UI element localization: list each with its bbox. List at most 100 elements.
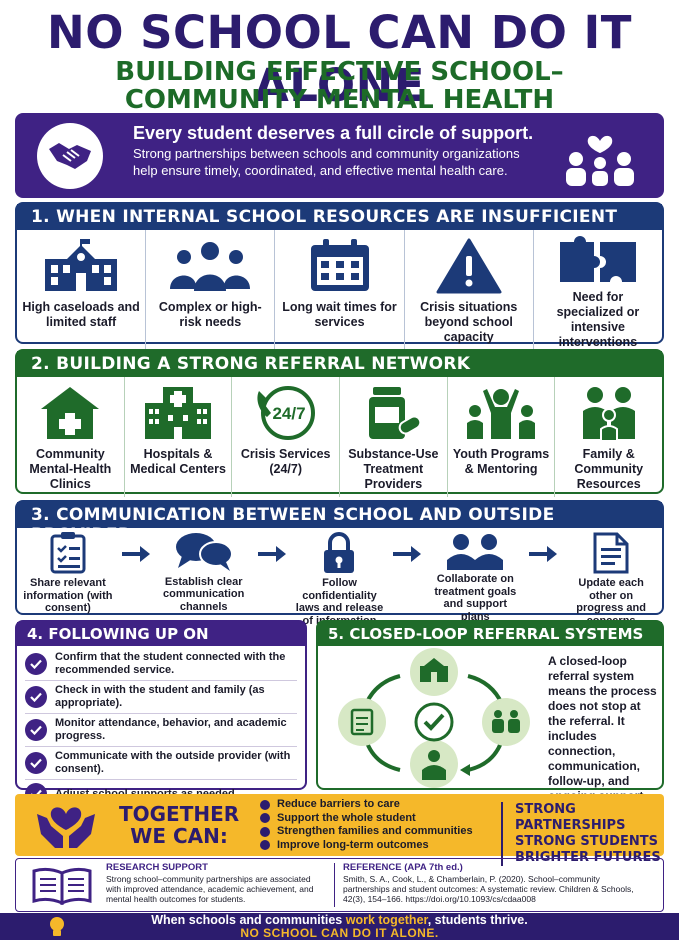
footer: When schools and communities work togeth… <box>0 913 679 940</box>
item-label: Reduce barriers to care <box>277 798 400 810</box>
arrow-right-icon <box>255 528 289 613</box>
checkmark-icon <box>25 653 47 675</box>
check-dot-icon <box>260 813 270 824</box>
list-item: Improve long-term outcomes <box>260 839 473 853</box>
together-heading-line1: TOGETHER <box>119 802 240 826</box>
item-label: Need for specialized or intensive interv… <box>556 290 640 349</box>
item-label: Establish clear communication channels <box>163 575 245 613</box>
handshake-icon <box>37 123 103 189</box>
list-item: Establish clear communication channels <box>153 528 255 613</box>
footer-highlight: work together <box>345 913 428 927</box>
chat-bubbles-icon <box>174 532 234 573</box>
item-label: Substance-Use Treatment Providers <box>348 447 439 491</box>
reference-body: Smith, S. A., Cook, L., & Chamberlain, P… <box>343 874 634 904</box>
document-icon <box>593 532 629 574</box>
clinic-icon <box>39 383 101 443</box>
checkmark-icon <box>25 719 47 741</box>
footer-line-2: NO SCHOOL CAN DO IT ALONE. <box>240 926 439 940</box>
item-label: Improve long-term outcomes <box>277 838 429 851</box>
closed-loop-description: A closed-loop referral system means the … <box>548 654 657 803</box>
list-item: Complex or high-risk needs <box>146 230 276 350</box>
footer-text: When schools and communities <box>151 913 346 927</box>
check-dot-icon <box>260 799 270 810</box>
list-item: Confirm that the student connected with … <box>25 648 297 681</box>
page-title: NO SCHOOL CAN DO IT ALONE <box>47 6 632 112</box>
item-label: Collaborate on treatment goals and suppo… <box>434 573 517 623</box>
section-communication: 3. COMMUNICATION BETWEEN SCHOOL AND OUTS… <box>15 500 664 627</box>
item-label: Youth Programs & Mentoring <box>452 447 550 476</box>
heart-hands-icon <box>37 807 95 848</box>
family-heart-icon <box>560 123 640 194</box>
item-label: Support the whole student <box>277 811 416 824</box>
slogan-line: STRONG STUDENTS <box>515 834 658 849</box>
list-item: Substance-Use Treatment Providers <box>340 377 448 497</box>
slogan-line: STRONG PARTNERSHIPS <box>515 802 626 833</box>
section-referral-network: 2. BUILDING A STRONG REFERRAL NETWORK Co… <box>15 349 664 497</box>
pill-bottle-icon <box>363 383 423 443</box>
item-label: Confirm that the student connected with … <box>55 651 286 676</box>
list-item: 24/7 Crisis Services (24/7) <box>232 377 341 497</box>
arrow-right-icon <box>119 528 153 613</box>
hospital-icon <box>143 383 213 443</box>
closed-loop-cycle-icon <box>338 648 530 788</box>
list-item: Need for specialized or intensive interv… <box>534 230 662 350</box>
slogan-line: BRIGHTER FUTURES <box>515 850 661 865</box>
check-dot-icon <box>260 826 270 837</box>
item-label: Crisis situations beyond school capacity <box>420 300 518 344</box>
phone-24-7-icon: 24/7 <box>255 383 317 443</box>
item-label: Monitor attendance, behavior, and academ… <box>55 717 287 742</box>
list-item: Crisis situations beyond school capacity <box>405 230 534 350</box>
list-item: Check in with the student and family (as… <box>25 681 297 714</box>
item-label: Family & Community Resources <box>574 447 644 491</box>
list-item: Community Mental-Health Clinics <box>17 377 125 497</box>
item-label: Share relevant information (with consent… <box>23 577 113 614</box>
list-item: Hospitals & Medical Centers <box>125 377 233 497</box>
list-item: Family & Community Resources <box>555 377 662 497</box>
section-4-heading: 4. FOLLOWING UP ON REFERRALS <box>17 622 305 661</box>
list-item: Share relevant information (with consent… <box>17 528 119 614</box>
checkmark-icon <box>25 686 47 708</box>
together-heading-line2: WE CAN: <box>130 824 228 848</box>
strong-slogan: STRONG PARTNERSHIPS STRONG STUDENTS BRIG… <box>501 802 664 866</box>
collaborate-icon <box>445 532 505 570</box>
open-book-icon <box>32 867 92 905</box>
checkmark-icon <box>25 752 47 774</box>
calendar-icon <box>309 236 371 296</box>
together-heading: TOGETHER WE CAN: <box>119 803 239 847</box>
footer-line-1: When schools and communities work togeth… <box>0 913 679 927</box>
list-item: Long wait times for services <box>275 230 405 350</box>
research-heading: RESEARCH SUPPORT <box>106 862 208 873</box>
group-icon <box>170 236 251 296</box>
list-item: Strengthen families and communities <box>260 825 473 839</box>
list-item: Follow confidentiality laws and release … <box>289 528 391 627</box>
intro-body: Strong partnerships between schools and … <box>133 146 520 178</box>
reference-heading: REFERENCE (APA 7th ed.) <box>343 862 463 873</box>
item-label: High caseloads and limited staff <box>22 300 140 329</box>
divider <box>334 863 335 907</box>
clipboard-icon <box>50 532 86 574</box>
arrow-right-icon <box>526 528 560 613</box>
section-3-heading: 3. COMMUNICATION BETWEEN SCHOOL AND OUTS… <box>17 502 662 545</box>
together-banner: TOGETHER WE CAN: Reduce barriers to care… <box>15 794 664 866</box>
list-item: Communicate with the outside provider (w… <box>25 747 297 780</box>
item-label: Long wait times for services <box>282 300 397 329</box>
section-5-heading: 5. CLOSED-LOOP REFERRAL SYSTEMS <box>318 622 662 646</box>
list-item: Monitor attendance, behavior, and academ… <box>25 714 297 747</box>
lock-icon <box>322 532 356 574</box>
section-2-heading: 2. BUILDING A STRONG REFERRAL NETWORK <box>17 351 662 377</box>
section-follow-up: 4. FOLLOWING UP ON REFERRALS Confirm tha… <box>15 620 307 805</box>
arrow-right-icon <box>390 528 424 613</box>
item-label: Hospitals & Medical Centers <box>130 447 226 476</box>
svg-text:24/7: 24/7 <box>272 404 305 423</box>
lightbulb-icon <box>50 917 64 936</box>
section-1-heading: 1. WHEN INTERNAL SCHOOL RESOURCES ARE IN… <box>17 204 662 230</box>
list-item: Reduce barriers to care <box>260 798 473 812</box>
item-label: Strengthen families and communities <box>277 825 473 837</box>
family-icon <box>577 383 641 443</box>
list-item: Update each other on progress and concer… <box>560 528 662 627</box>
youth-icon <box>465 383 537 443</box>
list-item: Youth Programs & Mentoring <box>448 377 556 497</box>
warning-icon <box>436 236 502 296</box>
item-label: Complex or high-risk needs <box>158 300 262 329</box>
intro-banner: Every student deserves a full circle of … <box>15 113 664 198</box>
